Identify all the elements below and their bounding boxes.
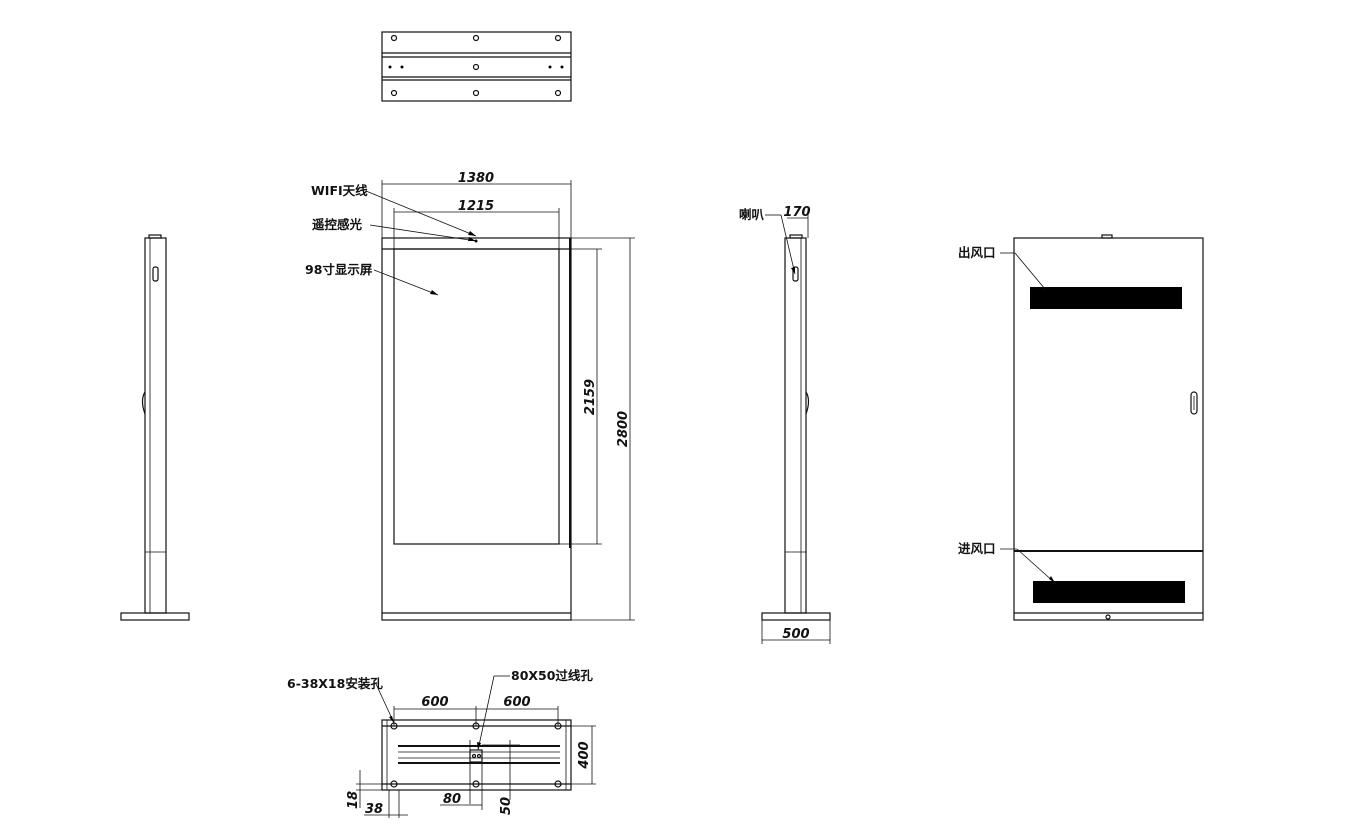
dim-width-total: 1380 xyxy=(458,171,494,186)
left-side-view xyxy=(120,234,190,621)
label-outlet: 出风口 xyxy=(958,245,996,260)
dim-height-screen: 2159 xyxy=(583,379,598,415)
dim-width-screen: 1215 xyxy=(458,199,494,214)
dim-base-depth: 500 xyxy=(782,627,809,642)
label-cable-hole: 80X50过线孔 xyxy=(511,668,593,683)
dim-hole-span-right: 600 xyxy=(503,695,530,710)
inlet-vent xyxy=(1033,581,1185,603)
base-plan-view: 600 600 400 18 38 80 50 6-38X18安装孔 80X50… xyxy=(287,668,596,818)
label-speaker: 喇叭 xyxy=(739,207,765,222)
label-remote: 遥控感光 xyxy=(312,217,363,232)
dim-hole-span-left: 600 xyxy=(421,695,448,710)
dim-depth-top: 170 xyxy=(783,205,810,220)
dim-offset-18: 18 xyxy=(346,791,361,809)
label-screen: 98寸显示屏 xyxy=(305,262,373,277)
dim-offset-50: 50 xyxy=(499,797,514,815)
dim-base-height: 400 xyxy=(577,741,592,769)
label-inlet: 进风口 xyxy=(958,541,996,556)
rear-view: 出风口 进风口 xyxy=(958,234,1204,621)
top-view xyxy=(381,31,572,102)
outlet-vent xyxy=(1030,287,1182,309)
dim-offset-38: 38 xyxy=(365,802,383,817)
label-wifi: WIFI天线 xyxy=(311,183,368,198)
dim-height-total: 2800 xyxy=(616,411,631,447)
dim-offset-80: 80 xyxy=(443,792,461,807)
right-side-view: 170 500 喇叭 xyxy=(739,205,831,644)
front-view: 1380 1215 2159 2800 WIFI天线 遥控感光 98寸显示屏 xyxy=(305,171,635,621)
label-mount-holes: 6-38X18安装孔 xyxy=(287,676,383,691)
